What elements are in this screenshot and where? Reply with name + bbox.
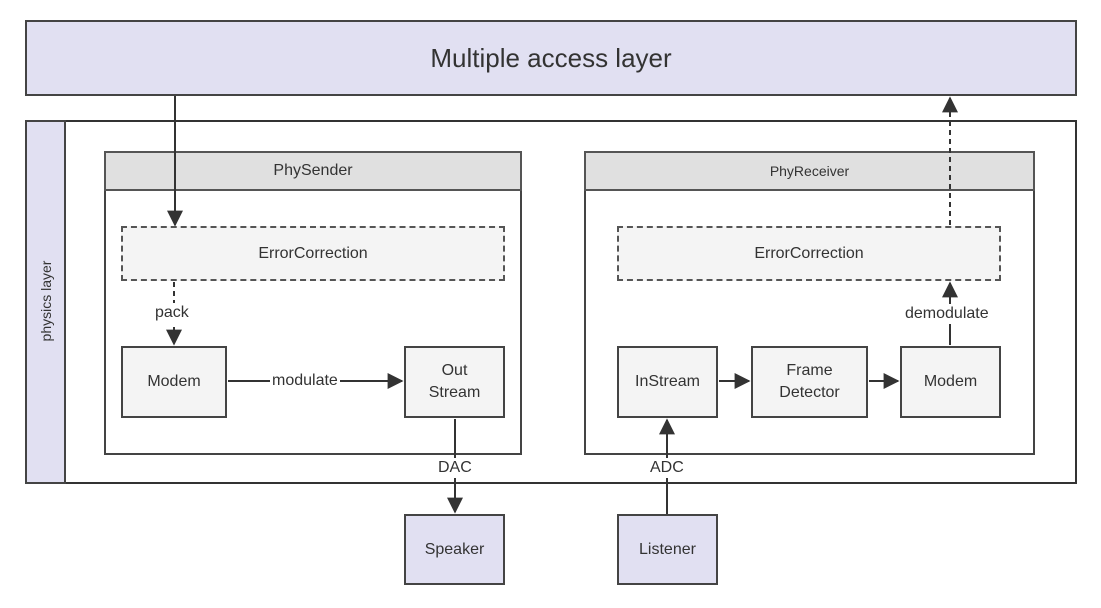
out-stream: Out Stream (404, 346, 505, 418)
sender-error-correction: ErrorCorrection (121, 226, 505, 281)
multiple-access-layer: Multiple access layer (25, 20, 1077, 96)
edge-label-demodulate: demodulate (903, 304, 991, 324)
sender-modem: Modem (121, 346, 227, 418)
physender-title: PhySender (104, 151, 522, 191)
receiver-modem: Modem (900, 346, 1001, 418)
frame-detector: Frame Detector (751, 346, 868, 418)
edge-label-modulate: modulate (270, 371, 340, 391)
physics-layer-sidebar (25, 120, 66, 484)
edge-label-adc: ADC (648, 458, 686, 478)
listener: Listener (617, 514, 718, 585)
edge-label-pack: pack (153, 303, 191, 323)
multiple-access-layer-label: Multiple access layer (430, 42, 672, 73)
in-stream: InStream (617, 346, 718, 418)
receiver-error-correction: ErrorCorrection (617, 226, 1001, 281)
speaker: Speaker (404, 514, 505, 585)
phyreceiver-title: PhyReceiver (584, 151, 1035, 191)
edge-label-dac: DAC (436, 458, 474, 478)
